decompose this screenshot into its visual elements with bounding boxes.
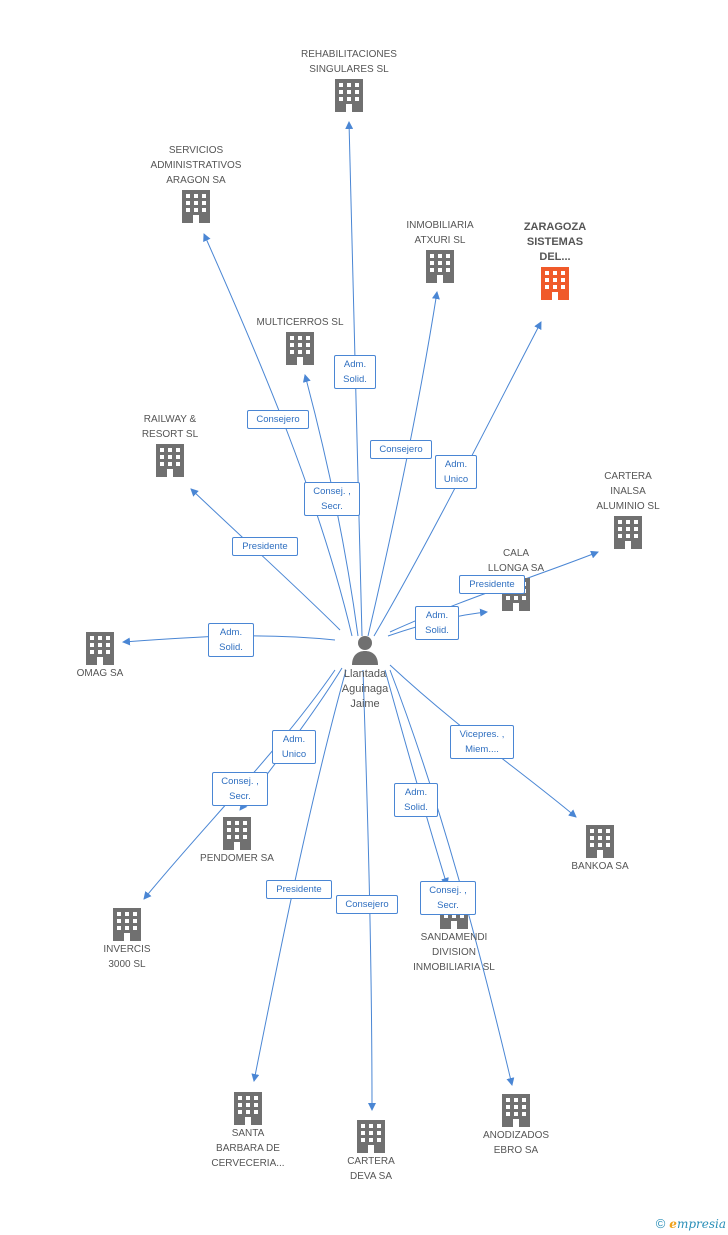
company-node-omag[interactable]: OMAG SA <box>35 630 165 681</box>
building-icon <box>156 444 184 477</box>
relation-label-multicerros[interactable]: Consej. , Secr. <box>304 482 360 516</box>
building-icon <box>113 908 141 941</box>
relation-label-omag[interactable]: Adm. Solid. <box>208 623 254 657</box>
company-node-multicerros[interactable]: MULTICERROS SL <box>235 315 365 366</box>
company-label: SERVICIOS ADMINISTRATIVOS ARAGON SA <box>150 145 242 186</box>
relation-label-santa-barbara[interactable]: Presidente <box>266 880 332 899</box>
company-node-railway[interactable]: RAILWAY & RESORT SL <box>105 412 235 478</box>
company-node-santa-barbara[interactable]: SANTA BARBARA DE CERVECERIA... <box>183 1090 313 1171</box>
building-icon <box>286 332 314 365</box>
relation-label-zaragoza[interactable]: Adm. Unico <box>435 455 477 489</box>
company-label: SANTA BARBARA DE CERVECERIA... <box>211 1128 285 1169</box>
company-label: ZARAGOZA SISTEMAS DEL... <box>523 221 587 263</box>
company-label: CALA LLONGA SA <box>487 548 545 574</box>
person-node[interactable]: Llantada Aguinaga Jaime <box>300 633 430 712</box>
company-node-inmobiliaria[interactable]: INMOBILIARIA ATXURI SL <box>375 218 505 284</box>
edge-anodizados <box>389 669 515 1086</box>
company-label: INVERCIS 3000 SL <box>103 944 151 970</box>
company-label: CARTERA DEVA SA <box>347 1156 395 1182</box>
relation-label-bankoa[interactable]: Vicepres. , Miem.... <box>450 725 514 759</box>
building-icon <box>182 190 210 223</box>
company-label: PENDOMER SA <box>200 853 274 864</box>
building-icon <box>234 1092 262 1125</box>
building-icon <box>614 516 642 549</box>
relation-label-pendomer[interactable]: Adm. Unico <box>272 730 316 764</box>
building-icon <box>502 1094 530 1127</box>
company-node-pendomer[interactable]: PENDOMER SA <box>172 815 302 866</box>
building-icon <box>541 267 569 300</box>
building-icon <box>586 825 614 858</box>
relation-label-invercis[interactable]: Consej. , Secr. <box>212 772 268 806</box>
company-node-rehabilitaciones[interactable]: REHABILITACIONES SINGULARES SL <box>284 47 414 113</box>
company-label: MULTICERROS SL <box>256 317 344 328</box>
edge-cartera-deva <box>362 669 376 1111</box>
building-icon <box>86 632 114 665</box>
relation-label-servicios[interactable]: Consejero <box>247 410 309 429</box>
relation-label-cartera-inalsa[interactable]: Presidente <box>459 575 525 594</box>
person-icon <box>352 636 378 665</box>
company-label: REHABILITACIONES SINGULARES SL <box>301 49 397 75</box>
building-icon <box>223 817 251 850</box>
company-node-cartera-deva[interactable]: CARTERA DEVA SA <box>306 1118 436 1184</box>
company-node-zaragoza[interactable]: ZARAGOZA SISTEMAS DEL... <box>490 220 620 301</box>
company-node-cartera-inalsa[interactable]: CARTERA INALSA ALUMINIO SL <box>563 469 693 550</box>
relation-label-sandamendi[interactable]: Adm. Solid. <box>394 783 438 817</box>
building-icon <box>357 1120 385 1153</box>
copyright-symbol: © <box>655 1216 666 1231</box>
relation-label-anodizados[interactable]: Consej. , Secr. <box>420 881 476 915</box>
relation-label-inmobiliaria[interactable]: Consejero <box>370 440 432 459</box>
company-node-bankoa[interactable]: BANKOA SA <box>535 823 665 874</box>
person-name: Llantada Aguinaga Jaime <box>341 668 389 710</box>
company-label: CARTERA INALSA ALUMINIO SL <box>596 471 660 512</box>
company-label: ANODIZADOS EBRO SA <box>482 1130 550 1156</box>
edge-servicios <box>203 233 353 637</box>
relation-label-cala[interactable]: Adm. Solid. <box>415 606 459 640</box>
brand-name: mpresia <box>676 1217 726 1231</box>
company-node-invercis[interactable]: INVERCIS 3000 SL <box>62 906 192 972</box>
brand-e: e <box>669 1217 677 1231</box>
company-label: RAILWAY & RESORT SL <box>141 414 199 440</box>
building-icon <box>426 250 454 283</box>
company-label: BANKOA SA <box>571 861 629 872</box>
company-label: SANDAMENDI DIVISION INMOBILIARIA SL <box>413 932 495 973</box>
relation-label-rehabilitaciones[interactable]: Adm. Solid. <box>334 355 376 389</box>
company-node-servicios[interactable]: SERVICIOS ADMINISTRATIVOS ARAGON SA <box>131 143 261 224</box>
relation-label-cartera-deva[interactable]: Consejero <box>336 895 398 914</box>
company-label: INMOBILIARIA ATXURI SL <box>406 220 474 246</box>
edge-railway <box>190 488 341 631</box>
empresia-logo: ©empresia <box>656 1216 726 1231</box>
company-node-anodizados[interactable]: ANODIZADOS EBRO SA <box>451 1092 581 1158</box>
building-icon <box>335 79 363 112</box>
edge-santa-barbara <box>251 669 347 1082</box>
relation-label-railway[interactable]: Presidente <box>232 537 298 556</box>
company-label: OMAG SA <box>76 668 124 679</box>
edge-inmobiliaria <box>367 291 440 637</box>
